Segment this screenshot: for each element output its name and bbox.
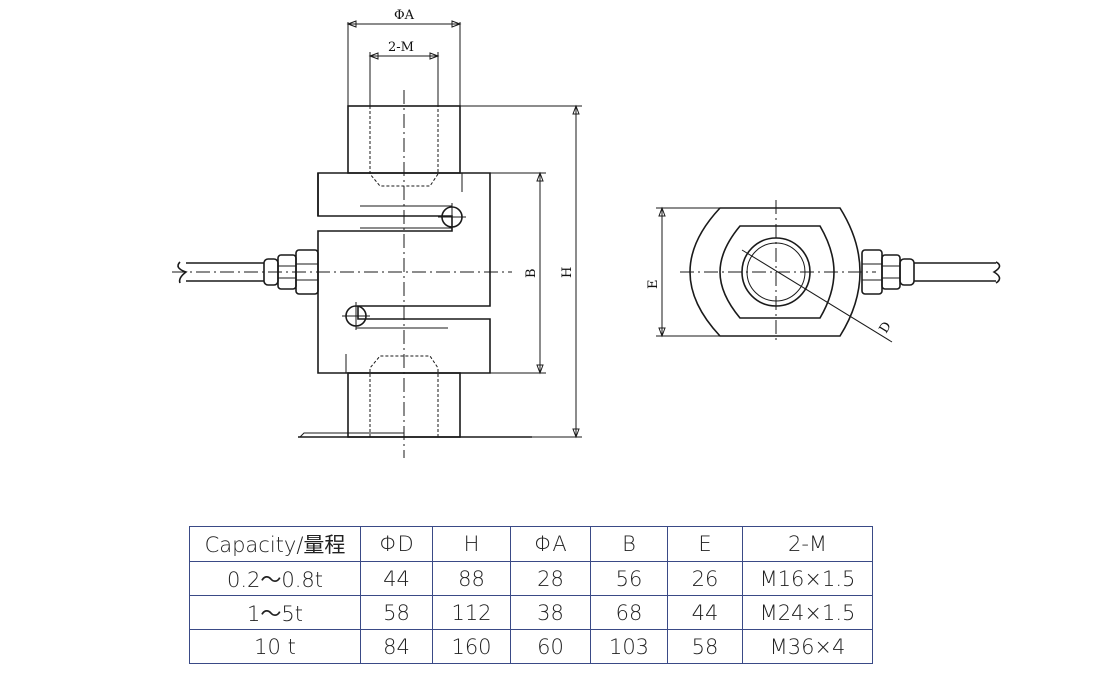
dim-d-label: D [877, 319, 895, 336]
dim-e-label: E [646, 280, 661, 290]
header-phi-d: ΦD [360, 526, 433, 562]
table-cell: 58 [360, 595, 433, 630]
table-cell: 60 [510, 629, 591, 664]
table-cell: 44 [360, 561, 433, 596]
dim-m-label: 2-M [388, 40, 414, 55]
load-cell-technical-drawing: ΦA 2-M B H D [172, 8, 1001, 458]
front-view: ΦA 2-M B H [172, 8, 582, 458]
table-cell: 88 [432, 561, 511, 596]
header-capacity: Capacity/量程 [189, 526, 361, 562]
table-cell: 84 [360, 629, 433, 664]
table-row: 1～5t 58 112 38 68 44 M24×1.5 [189, 595, 873, 630]
table-cell: 58 [667, 629, 743, 664]
dim-a-label: ΦA [394, 8, 415, 23]
table-cell: 112 [432, 595, 511, 630]
header-phi-a: ΦA [510, 526, 591, 562]
table-cell: 68 [590, 595, 668, 630]
table-cell: 28 [510, 561, 591, 596]
table-cell: 26 [667, 561, 743, 596]
side-view: D E [646, 200, 1001, 344]
header-2-m: 2-M [742, 526, 873, 562]
table-header-row: Capacity/量程 ΦD H ΦA B E 2-M [189, 526, 873, 562]
table-cell: 38 [510, 595, 591, 630]
table-cell: 160 [432, 629, 511, 664]
header-h: H [432, 526, 511, 562]
specification-table: Capacity/量程 ΦD H ΦA B E 2-M 0.2～0.8t 44 … [189, 526, 873, 664]
table-cell: 10 t [189, 629, 361, 664]
header-b: B [590, 526, 668, 562]
table-cell: M36×4 [742, 629, 873, 664]
table-cell: 0.2～0.8t [189, 561, 361, 596]
table-cell: M24×1.5 [742, 595, 873, 630]
table-cell: 103 [590, 629, 668, 664]
table-row: 0.2～0.8t 44 88 28 56 26 M16×1.5 [189, 561, 873, 596]
table-cell: M16×1.5 [742, 561, 873, 596]
table-row: 10 t 84 160 60 103 58 M36×4 [189, 629, 873, 664]
header-e: E [667, 526, 743, 562]
table-cell: 56 [590, 561, 668, 596]
table-cell: 1～5t [189, 595, 361, 630]
dim-b-label: B [524, 268, 539, 278]
table-cell: 44 [667, 595, 743, 630]
dim-h-label: H [560, 267, 575, 278]
